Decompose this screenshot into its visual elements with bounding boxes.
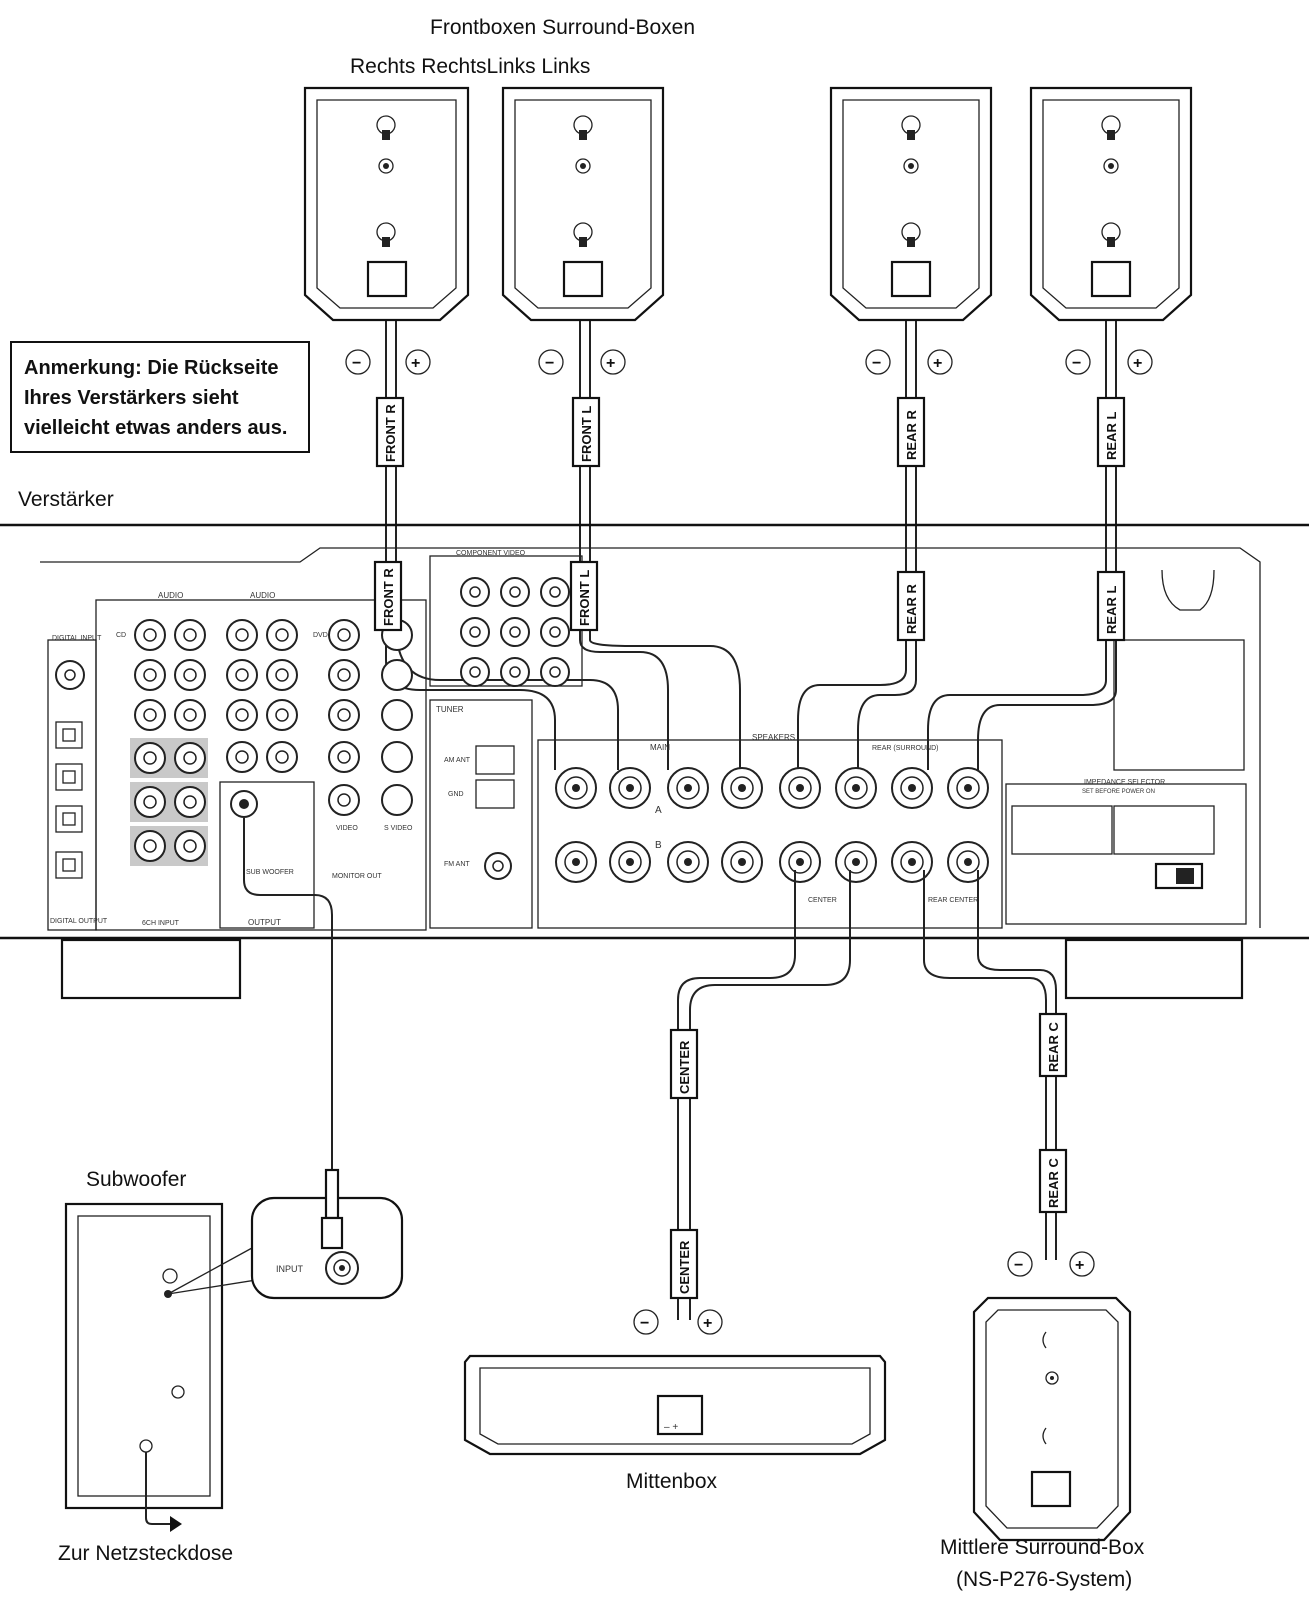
svg-text:IMPEDANCE SELECTOR: IMPEDANCE SELECTOR [1084, 779, 1165, 786]
rear-center-label-line2: (NS-P276-System) [956, 1568, 1132, 1591]
svg-text:AUDIO: AUDIO [158, 591, 183, 600]
svg-text:−: − [640, 1315, 649, 1332]
left-right-label: Rechts RechtsLinks Links [350, 55, 590, 78]
subwoofer-unit: INPUT [64, 1168, 404, 1532]
speaker-front-left: − + [501, 86, 665, 375]
svg-text:CENTER: CENTER [677, 1240, 692, 1294]
optical-ports [55, 721, 83, 879]
speaker-terminals-section [537, 739, 1003, 929]
svg-text:REAR L: REAR L [1104, 412, 1119, 460]
svg-text:FRONT R: FRONT R [381, 568, 396, 626]
subwoofer-output-box [219, 781, 315, 929]
cable-tag-front-l-upper: FRONT L [571, 396, 601, 468]
svg-text:– +: – + [664, 1422, 678, 1433]
svg-text:SPEAKERS: SPEAKERS [752, 733, 795, 742]
svg-text:MAIN: MAIN [650, 743, 670, 752]
cable-tag-center-lower: CENTER [669, 1228, 699, 1300]
cable-tag-rear-r-lower: REAR R [896, 570, 926, 642]
svg-text:REAR L: REAR L [1104, 586, 1119, 634]
svg-text:SUB WOOFER: SUB WOOFER [246, 869, 294, 876]
plus-sign: + [606, 355, 615, 372]
six-ch-input: 6CH INPUT [130, 738, 208, 927]
svg-text:FRONT L: FRONT L [579, 406, 594, 462]
svg-text:FRONT L: FRONT L [577, 570, 592, 626]
svg-text:FM ANT: FM ANT [444, 861, 470, 868]
svg-text:COMPONENT VIDEO: COMPONENT VIDEO [456, 550, 526, 557]
svg-text:6CH INPUT: 6CH INPUT [142, 920, 180, 927]
cable-tag-rear-c-upper: REAR C [1038, 1012, 1068, 1078]
svg-text:SET BEFORE POWER ON: SET BEFORE POWER ON [1082, 789, 1155, 795]
amplifier-label: Verstärker [18, 488, 114, 511]
note-line-2: Ihres Verstärkers sieht [24, 387, 239, 409]
note-line-1: Anmerkung: Die Rückseite [24, 357, 279, 379]
svg-text:TUNER: TUNER [436, 705, 464, 714]
svg-text:MONITOR OUT: MONITOR OUT [332, 873, 382, 880]
svg-text:+: + [703, 1315, 712, 1332]
cable-tag-center-upper: CENTER [669, 1028, 699, 1100]
plus-sign: + [1133, 355, 1142, 372]
amplifier-rear-panel: DIGITAL INPUT DIGITAL OUTPUT AUDIO AUDIO… [0, 523, 1309, 1000]
plus-sign: + [933, 355, 942, 372]
svg-text:VIDEO: VIDEO [336, 825, 358, 832]
svg-text:B: B [655, 840, 662, 851]
cable-tag-rear-l-upper: REAR L [1096, 396, 1126, 468]
svg-text:FRONT R: FRONT R [383, 404, 398, 462]
rca-jack-grid [55, 619, 360, 816]
cable-tag-front-r-lower: FRONT R [373, 560, 403, 632]
center-speaker: − + – + [463, 1309, 887, 1456]
rear-center-speaker: − + [972, 1251, 1132, 1542]
note-line-3: vielleicht etwas anders aus. [24, 417, 288, 439]
minus-sign: − [545, 355, 554, 372]
svg-text:S VIDEO: S VIDEO [384, 825, 413, 832]
svg-text:GND: GND [448, 791, 464, 798]
svg-text:INPUT: INPUT [276, 1264, 304, 1274]
cable-tag-front-l-lower: FRONT L [569, 560, 599, 632]
svg-text:DIGITAL OUTPUT: DIGITAL OUTPUT [50, 918, 108, 925]
svg-text:−: − [1014, 1257, 1023, 1274]
minus-sign: − [872, 355, 881, 372]
svg-text:CD: CD [116, 632, 126, 639]
svg-text:REAR C: REAR C [1046, 1158, 1061, 1208]
note-box: Anmerkung: Die Rückseite Ihres Verstärke… [10, 341, 310, 453]
top-speaker-wires [385, 290, 1117, 770]
svg-text:OUTPUT: OUTPUT [248, 918, 281, 927]
minus-sign: − [352, 355, 361, 372]
svg-text:+: + [1075, 1257, 1084, 1274]
speaker-surround-left: − + [1029, 86, 1193, 375]
svg-text:CENTER: CENTER [808, 897, 837, 904]
svg-text:DIGITAL INPUT: DIGITAL INPUT [52, 635, 102, 642]
svg-text:AUDIO: AUDIO [250, 591, 275, 600]
svg-text:REAR (SURROUND): REAR (SURROUND) [872, 745, 939, 752]
svg-text:A: A [655, 805, 662, 816]
s-video-ports [381, 619, 413, 816]
svg-text:REAR R: REAR R [904, 584, 919, 634]
cable-tag-front-r-upper: FRONT R [375, 396, 405, 468]
svg-text:REAR R: REAR R [904, 410, 919, 460]
minus-sign: − [1072, 355, 1081, 372]
subwoofer-label: Subwoofer [86, 1168, 186, 1191]
rear-center-label-line1: Mittlere Surround-Box [940, 1536, 1145, 1559]
binding-posts [555, 767, 989, 883]
speaker-front-right: − + [303, 86, 470, 375]
impedance-selector [1005, 783, 1247, 925]
svg-text:DVD: DVD [313, 632, 328, 639]
svg-text:AM ANT: AM ANT [444, 757, 471, 764]
svg-text:CENTER: CENTER [677, 1040, 692, 1094]
plus-sign: + [411, 355, 420, 372]
svg-text:REAR C: REAR C [1046, 1022, 1061, 1072]
svg-text:REAR CENTER: REAR CENTER [928, 897, 978, 904]
lower-wires [243, 818, 1057, 1320]
front-surround-title: Frontboxen Surround-Boxen [430, 16, 695, 39]
cable-tag-rear-r-upper: REAR R [896, 396, 926, 468]
power-outlet-label: Zur Netzsteckdose [58, 1542, 233, 1565]
cable-tag-rear-c-lower: REAR C [1038, 1148, 1068, 1214]
center-speaker-label: Mittenbox [626, 1470, 718, 1493]
tuner-section [429, 699, 533, 929]
cable-tag-rear-l-lower: REAR L [1096, 570, 1126, 642]
speaker-surround-right: − + [829, 86, 993, 375]
